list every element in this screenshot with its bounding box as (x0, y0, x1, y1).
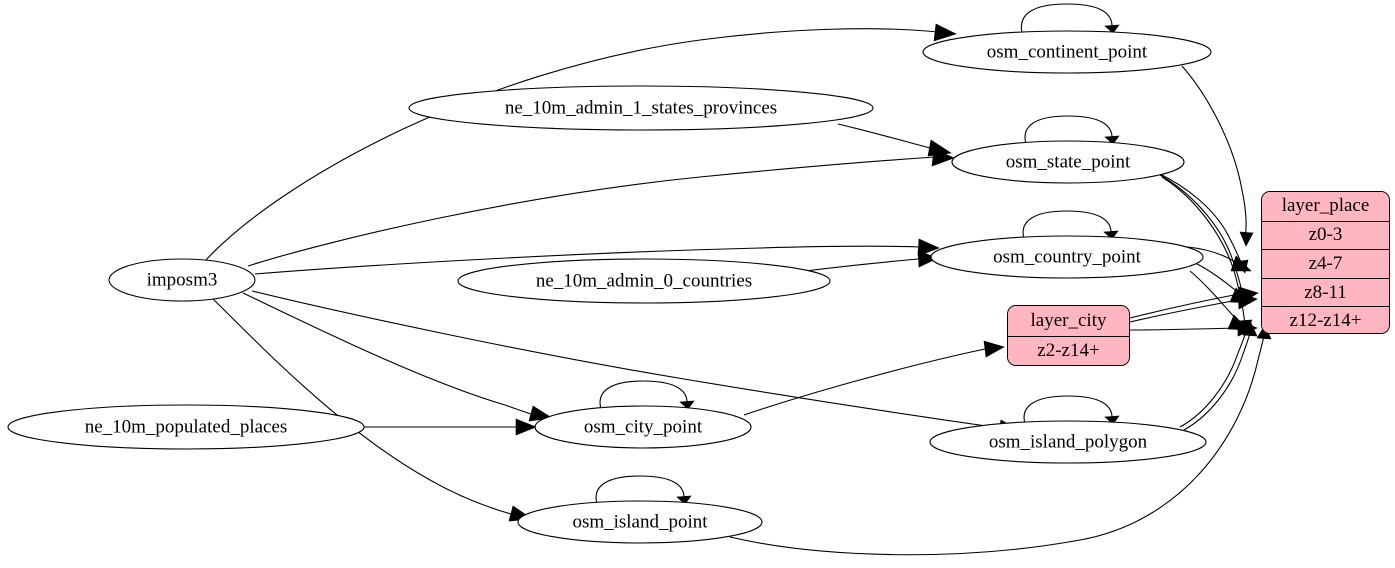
node-ne-10m-admin-1-states-provinces[interactable]: ne_10m_admin_1_states_provinces (408, 85, 874, 131)
self-loop-osm-country-point (1022, 210, 1119, 240)
node-label-ne-admin0: ne_10m_admin_0_countries (536, 270, 752, 291)
self-loop-osm-continent-point (1020, 3, 1120, 34)
node-label-ne-populated: ne_10m_populated_places (85, 416, 288, 437)
edge-imposm3-to-osm-city-point (242, 292, 553, 422)
self-loop-osm-island-point (595, 475, 692, 505)
node-label-osm-country-point: osm_country_point (993, 246, 1141, 267)
edge-ne-populated-to-osm-city-point (364, 418, 537, 436)
node-osm-island-polygon[interactable]: osm_island_polygon (929, 420, 1207, 464)
edge-imposm3-to-osm-country-point (254, 238, 940, 275)
edge-osm-island-polygon-to-layer-place-z12-z14 (1179, 320, 1254, 428)
node-osm-island-point[interactable]: osm_island_point (517, 500, 763, 544)
edge-imposm3-to-osm-continent-point (204, 23, 957, 262)
record-row-layer-city-title: layer_city (1008, 306, 1129, 336)
record-row-layer-place-z12-z14[interactable]: z12-z14+ (1262, 306, 1389, 333)
node-label-osm-island-point: osm_island_point (572, 511, 708, 532)
self-loop-osm-city-point (599, 380, 695, 410)
node-ne-10m-populated-places[interactable]: ne_10m_populated_places (7, 404, 365, 450)
record-row-layer-place-z8-11[interactable]: z8-11 (1262, 277, 1389, 307)
record-node-layer-city[interactable]: layer_city z2-z14+ (1007, 305, 1130, 366)
record-row-layer-place-z0-3[interactable]: z0-3 (1262, 220, 1389, 250)
edge-ne-admin1-to-osm-state-point (837, 123, 952, 157)
node-label-osm-continent-point: osm_continent_point (987, 41, 1148, 62)
self-loop-osm-island-polygon (1023, 395, 1120, 425)
node-osm-country-point[interactable]: osm_country_point (930, 235, 1204, 279)
node-osm-city-point[interactable]: osm_city_point (534, 405, 752, 449)
record-row-layer-city-z2-z14[interactable]: z2-z14+ (1008, 335, 1129, 365)
node-layer: imposm3 ne_10m_admin_1_states_provinces … (7, 30, 1212, 544)
edge-ne-admin0-to-osm-country-point (804, 250, 939, 272)
edge-osm-state-point-to-layer-place-z8-11 (1159, 174, 1251, 307)
self-loop-osm-state-point (1024, 115, 1120, 145)
node-label-ne-admin1: ne_10m_admin_1_states_provinces (505, 97, 777, 118)
edge-osm-continent-point-to-layer-place-z0-3 (1181, 65, 1254, 247)
edge-layer-city-to-layer-place-z12-z14 (1129, 319, 1258, 337)
node-osm-state-point[interactable]: osm_state_point (951, 140, 1185, 184)
edge-imposm3-to-osm-state-point (247, 148, 955, 267)
edge-osm-country-point-to-layer-place-z4-7 (1187, 246, 1252, 272)
node-label-imposm3: imposm3 (147, 269, 218, 290)
record-node-layer-place[interactable]: layer_place z0-3 z4-7 z8-11 z12-z14+ (1261, 191, 1390, 334)
node-osm-continent-point[interactable]: osm_continent_point (922, 30, 1212, 74)
record-row-layer-place-z4-7[interactable]: z4-7 (1262, 249, 1389, 278)
edge-osm-city-point-to-layer-city (743, 340, 1005, 416)
edge-osm-island-polygon-to-layer-place-parallel (1183, 322, 1258, 431)
edge-layer-city-to-layer-place-parallel (1129, 286, 1259, 319)
node-label-osm-state-point: osm_state_point (1006, 151, 1131, 172)
node-label-osm-island-polygon: osm_island_polygon (989, 431, 1148, 452)
node-ne-10m-admin-0-countries[interactable]: ne_10m_admin_0_countries (457, 258, 831, 304)
record-row-layer-place-title: layer_place (1262, 192, 1389, 221)
node-label-osm-city-point: osm_city_point (584, 416, 703, 437)
node-imposm3[interactable]: imposm3 (108, 258, 256, 302)
